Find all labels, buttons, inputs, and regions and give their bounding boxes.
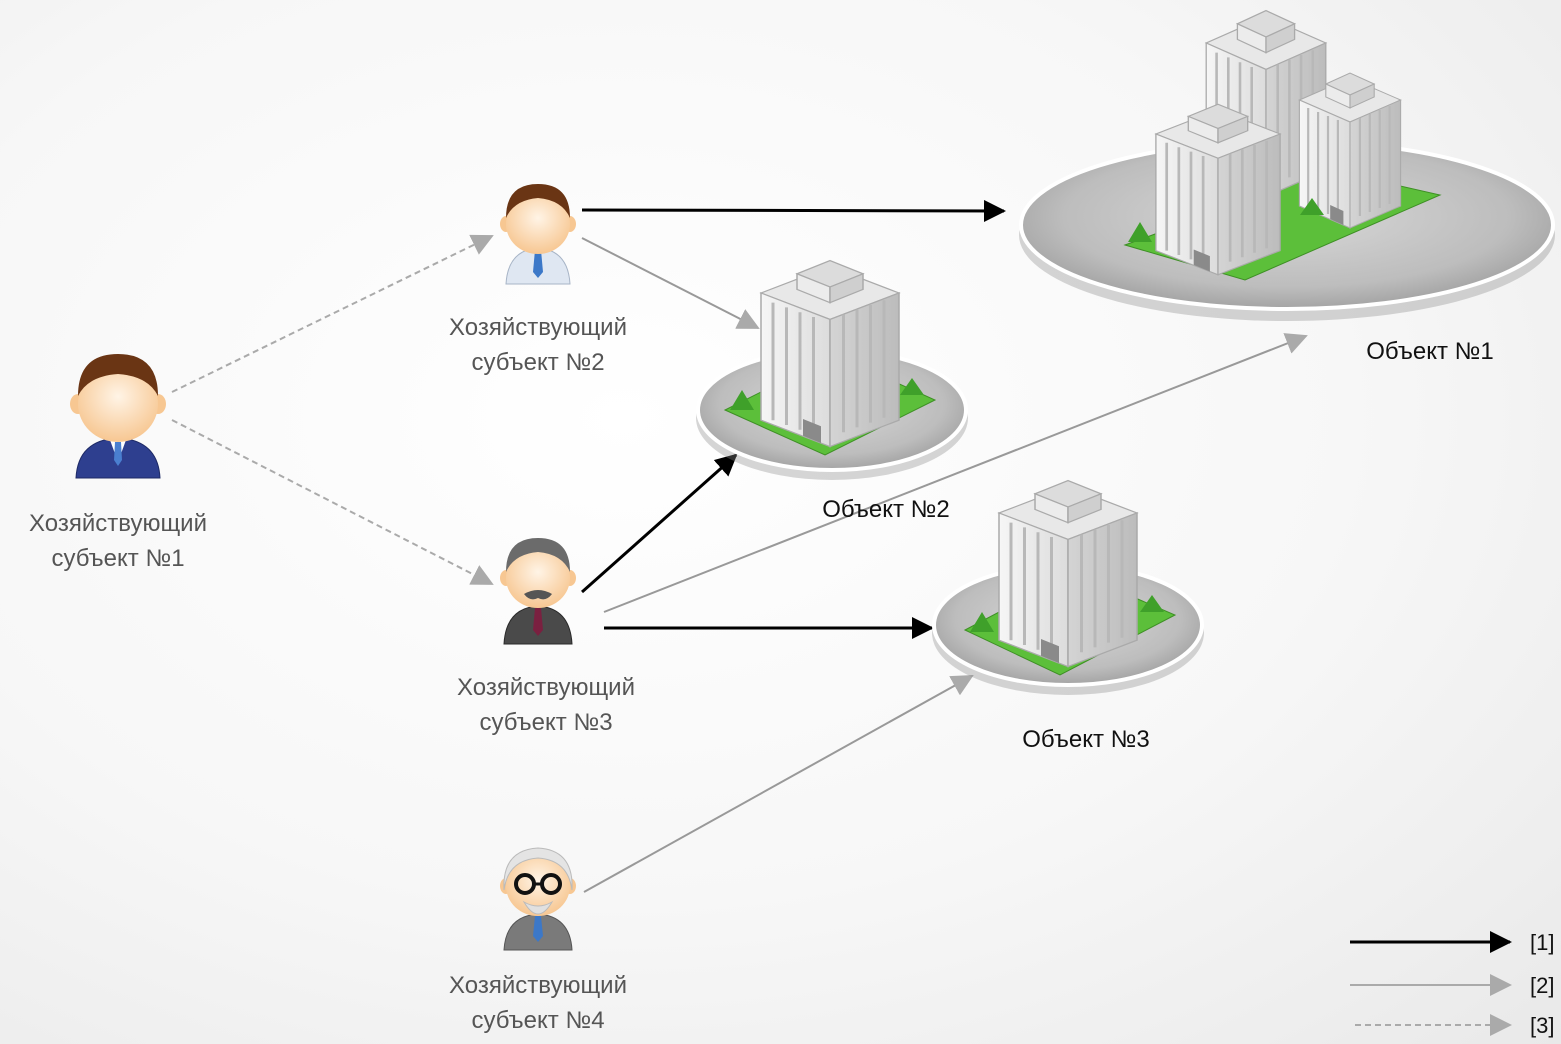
subject-1-line2: субъект №1: [51, 545, 185, 572]
old-man-glasses-icon: [500, 847, 576, 951]
legend: [1350, 931, 1512, 1036]
subject-1-label: Хозяйствующий субъект №1: [8, 506, 228, 576]
subject-2-label: Хозяйствующий субъект №2: [428, 310, 648, 380]
object-1-label: Объект №1: [1366, 338, 1494, 365]
legend-label-2: [2]: [1530, 973, 1555, 998]
arrow-s3-to-obj2: [581, 453, 738, 594]
arrow-s2-to-obj2: [581, 237, 760, 329]
arrow-s2-to-obj1: [581, 199, 1006, 222]
subject-3-line2: субъект №3: [479, 709, 613, 736]
subject-3-line1: Хозяйствующий: [457, 674, 635, 701]
subject-4-line1: Хозяйствующий: [449, 972, 627, 999]
subject-3-label: Хозяйствующий субъект №3: [436, 670, 656, 740]
mustached-man-icon: [500, 538, 576, 645]
subject-4-label: Хозяйствующий субъект №4: [428, 968, 648, 1038]
object-2-label: Объект №2: [822, 496, 950, 523]
subject-4-line2: субъект №4: [471, 1007, 605, 1034]
building-icon: [932, 479, 1204, 695]
arrow-s3-to-obj1: [603, 333, 1308, 613]
subject-2-line2: субъект №2: [471, 349, 605, 376]
relationship-arrows: [171, 199, 1308, 893]
building-icon: [696, 259, 968, 480]
legend-label-1: [1]: [1530, 930, 1555, 955]
subject-2-line1: Хозяйствующий: [449, 314, 627, 341]
legend-label-3: [3]: [1530, 1013, 1555, 1038]
businessman-icon: [500, 184, 576, 285]
arrow-s4-to-obj3: [583, 675, 974, 893]
building-complex-icon: [1019, 9, 1555, 321]
object-3-label: Объект №3: [1022, 726, 1150, 753]
subject-1-line1: Хозяйствующий: [29, 510, 207, 537]
businessman-icon: [70, 354, 166, 479]
